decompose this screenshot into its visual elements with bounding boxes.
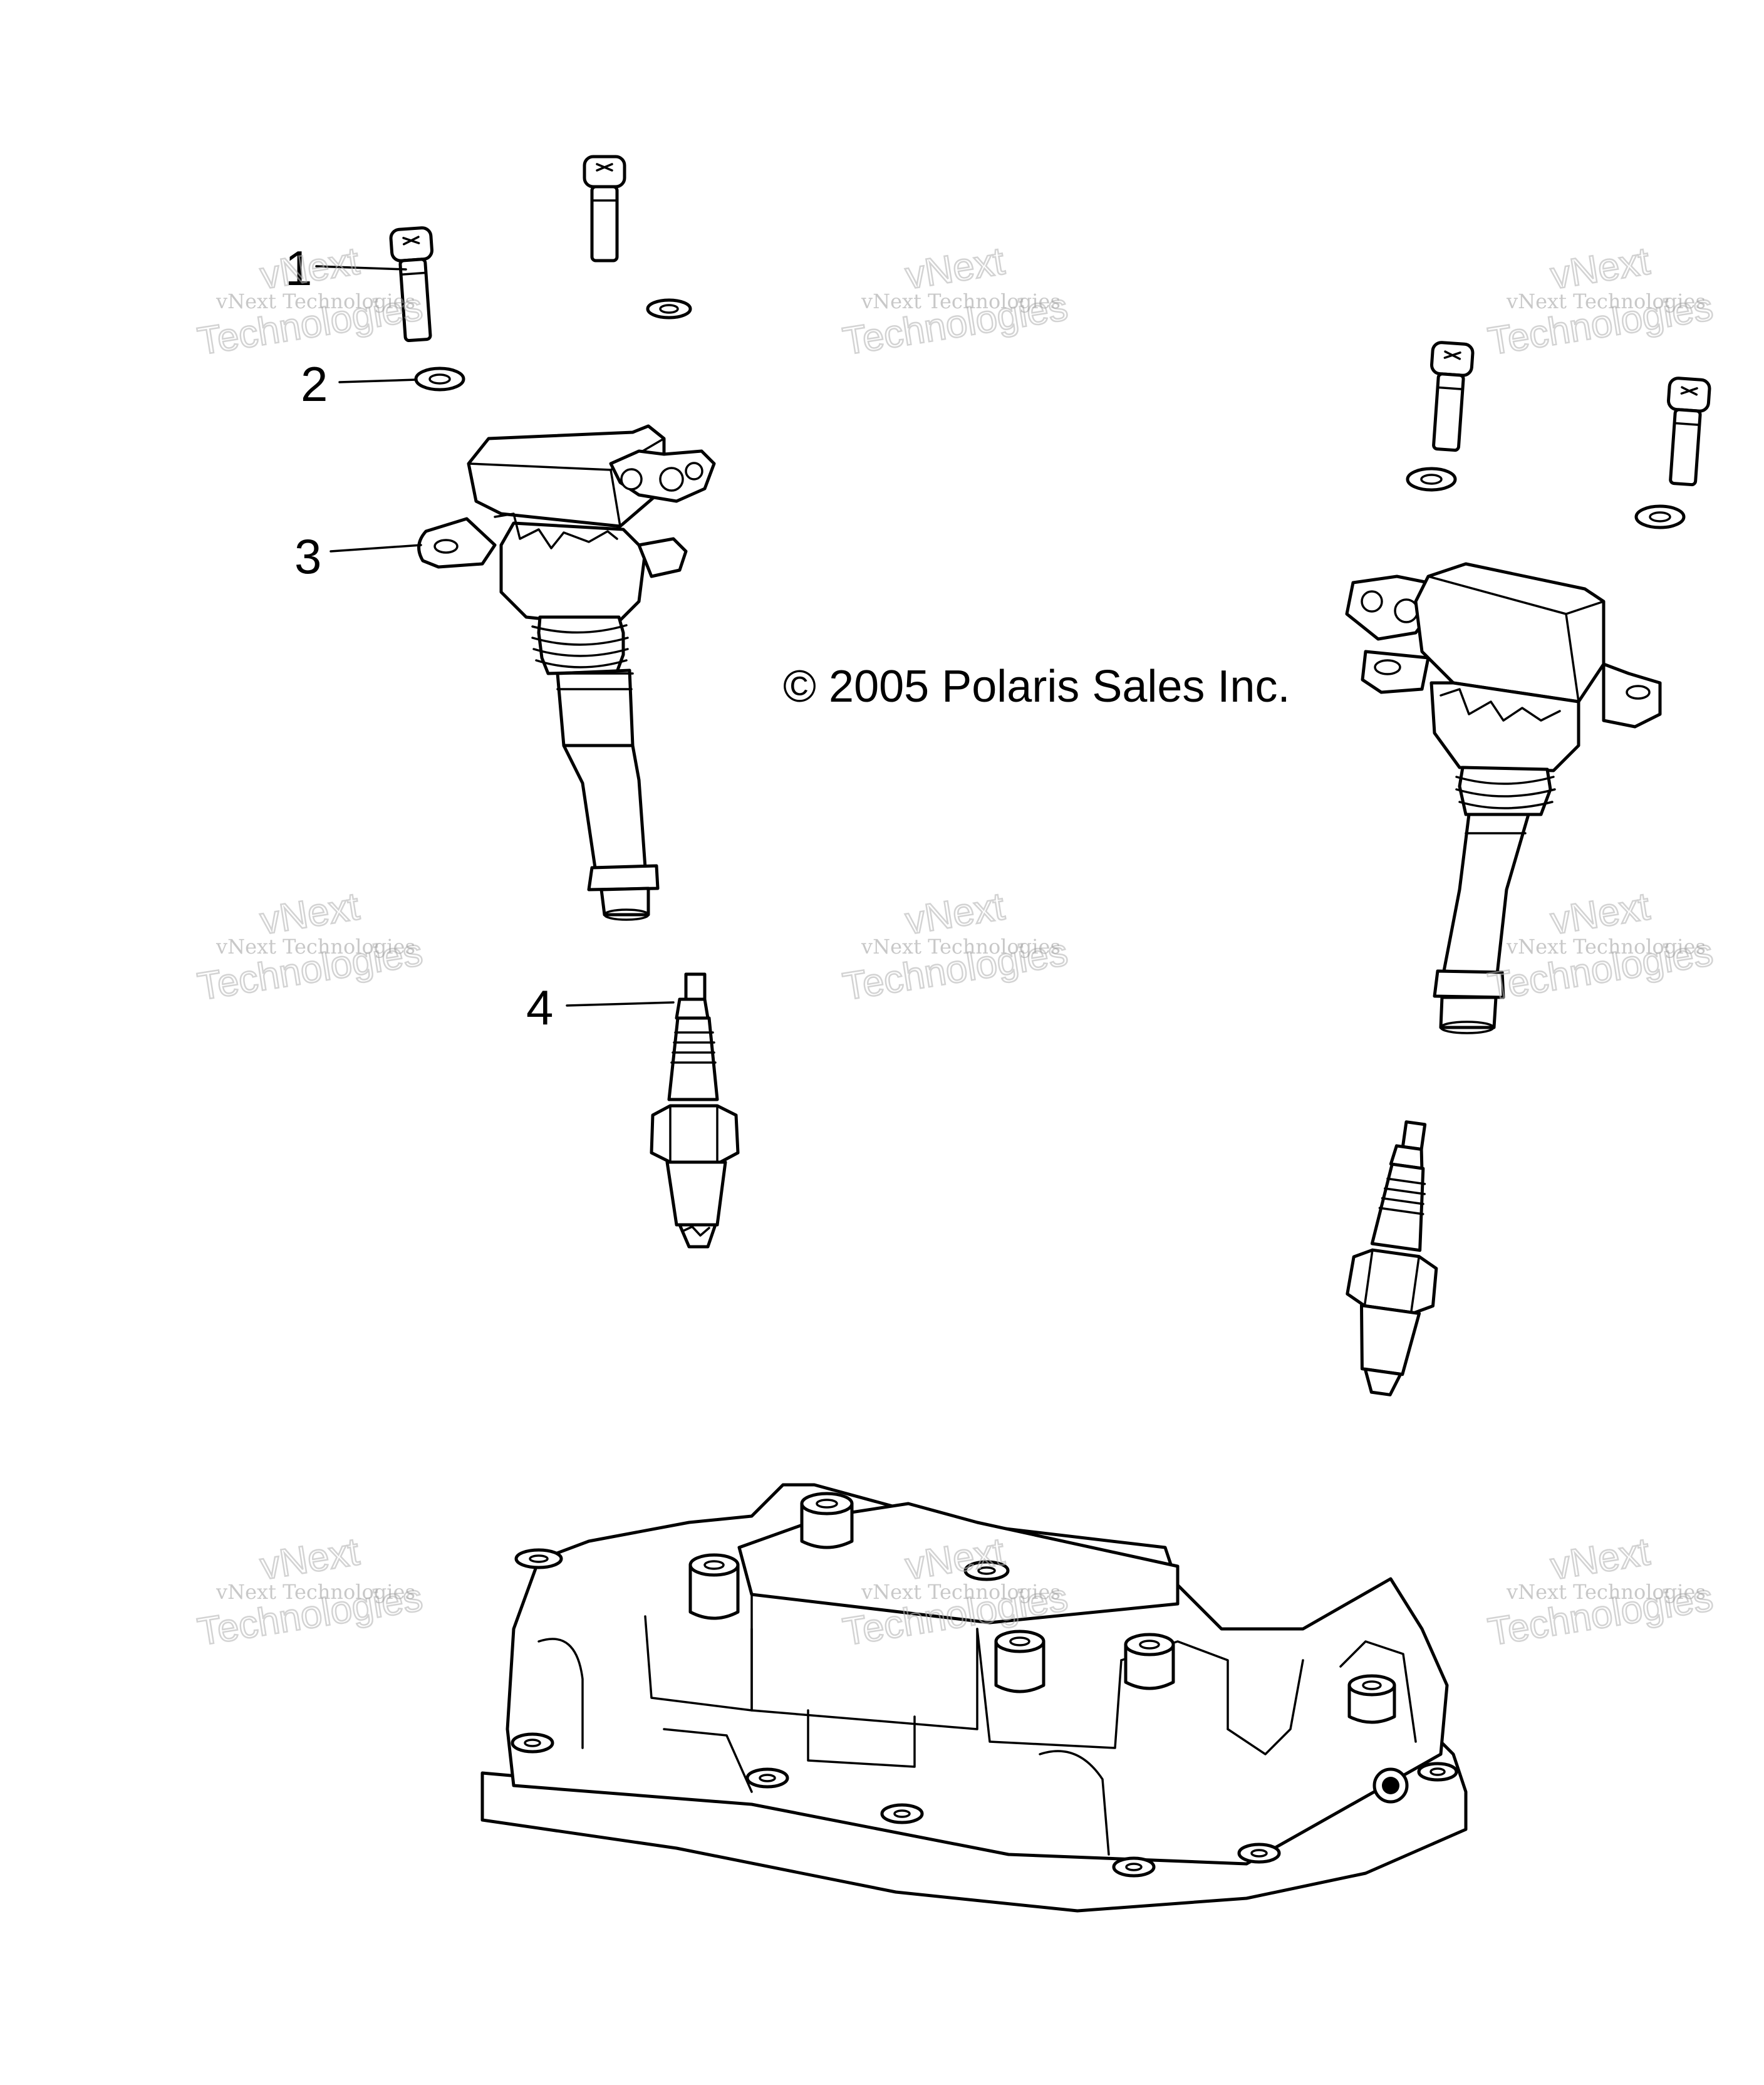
- screw-part-1: [389, 226, 433, 343]
- washer-part-2: [414, 367, 465, 392]
- svg-text:vNext Technologies: vNext Technologies: [215, 1580, 415, 1604]
- ignition-coil-right: [1345, 562, 1662, 1034]
- spark-plug-part-4: [650, 972, 740, 1249]
- valve-cover: [480, 1483, 1468, 1913]
- watermark-r1c1: vNext Technologies vNext Technologies: [194, 239, 427, 364]
- watermark-r1c2: vNext Technologies vNext Technologies: [839, 239, 1072, 364]
- screw-right-a: [1406, 341, 1475, 492]
- plug-ribs-left: [670, 1031, 717, 1064]
- watermark-r3c1: vNext Technologies vNext Technologies: [194, 1529, 427, 1655]
- cover-bosses: [511, 1492, 1458, 1878]
- svg-text:vNext Technologies: vNext Technologies: [1506, 935, 1706, 959]
- callout-1: 1: [285, 241, 312, 296]
- svg-text:vNext Technologies: vNext Technologies: [1506, 289, 1706, 313]
- watermark-r1c3: vNext Technologies vNext Technologies: [1485, 239, 1717, 364]
- watermark-r2c3: vNext Technologies vNext Technologies: [1485, 884, 1717, 1009]
- svg-text:vNext Technologies: vNext Technologies: [861, 1580, 1061, 1604]
- screw-top-left-assembly: [583, 155, 692, 320]
- callout-3: 3: [294, 529, 321, 584]
- copyright-notice: © 2005 Polaris Sales Inc.: [783, 662, 1290, 712]
- callout-4: 4: [526, 980, 553, 1035]
- watermark-r2c1: vNext Technologies vNext Technologies: [194, 884, 427, 1009]
- svg-text:vNext Technologies: vNext Technologies: [215, 935, 415, 959]
- spark-plug-right: [1346, 1120, 1438, 1396]
- leader-lines: [315, 265, 675, 1007]
- oil-plug: [1372, 1767, 1409, 1804]
- svg-text:vNext Technologies: vNext Technologies: [861, 289, 1061, 313]
- watermark-r2c2: vNext Technologies vNext Technologies: [839, 884, 1072, 1009]
- screw-right-b: [1634, 377, 1711, 529]
- callout-2: 2: [301, 356, 328, 412]
- watermark-r3c3: vNext Technologies vNext Technologies: [1485, 1529, 1717, 1655]
- ignition-coil-part-3: [417, 424, 716, 921]
- svg-text:vNext Technologies: vNext Technologies: [215, 289, 415, 313]
- callout-labels: 1 2 3 4: [285, 241, 553, 1035]
- svg-text:vNext Technologies: vNext Technologies: [1506, 1580, 1706, 1604]
- svg-text:vNext Technologies: vNext Technologies: [861, 935, 1061, 959]
